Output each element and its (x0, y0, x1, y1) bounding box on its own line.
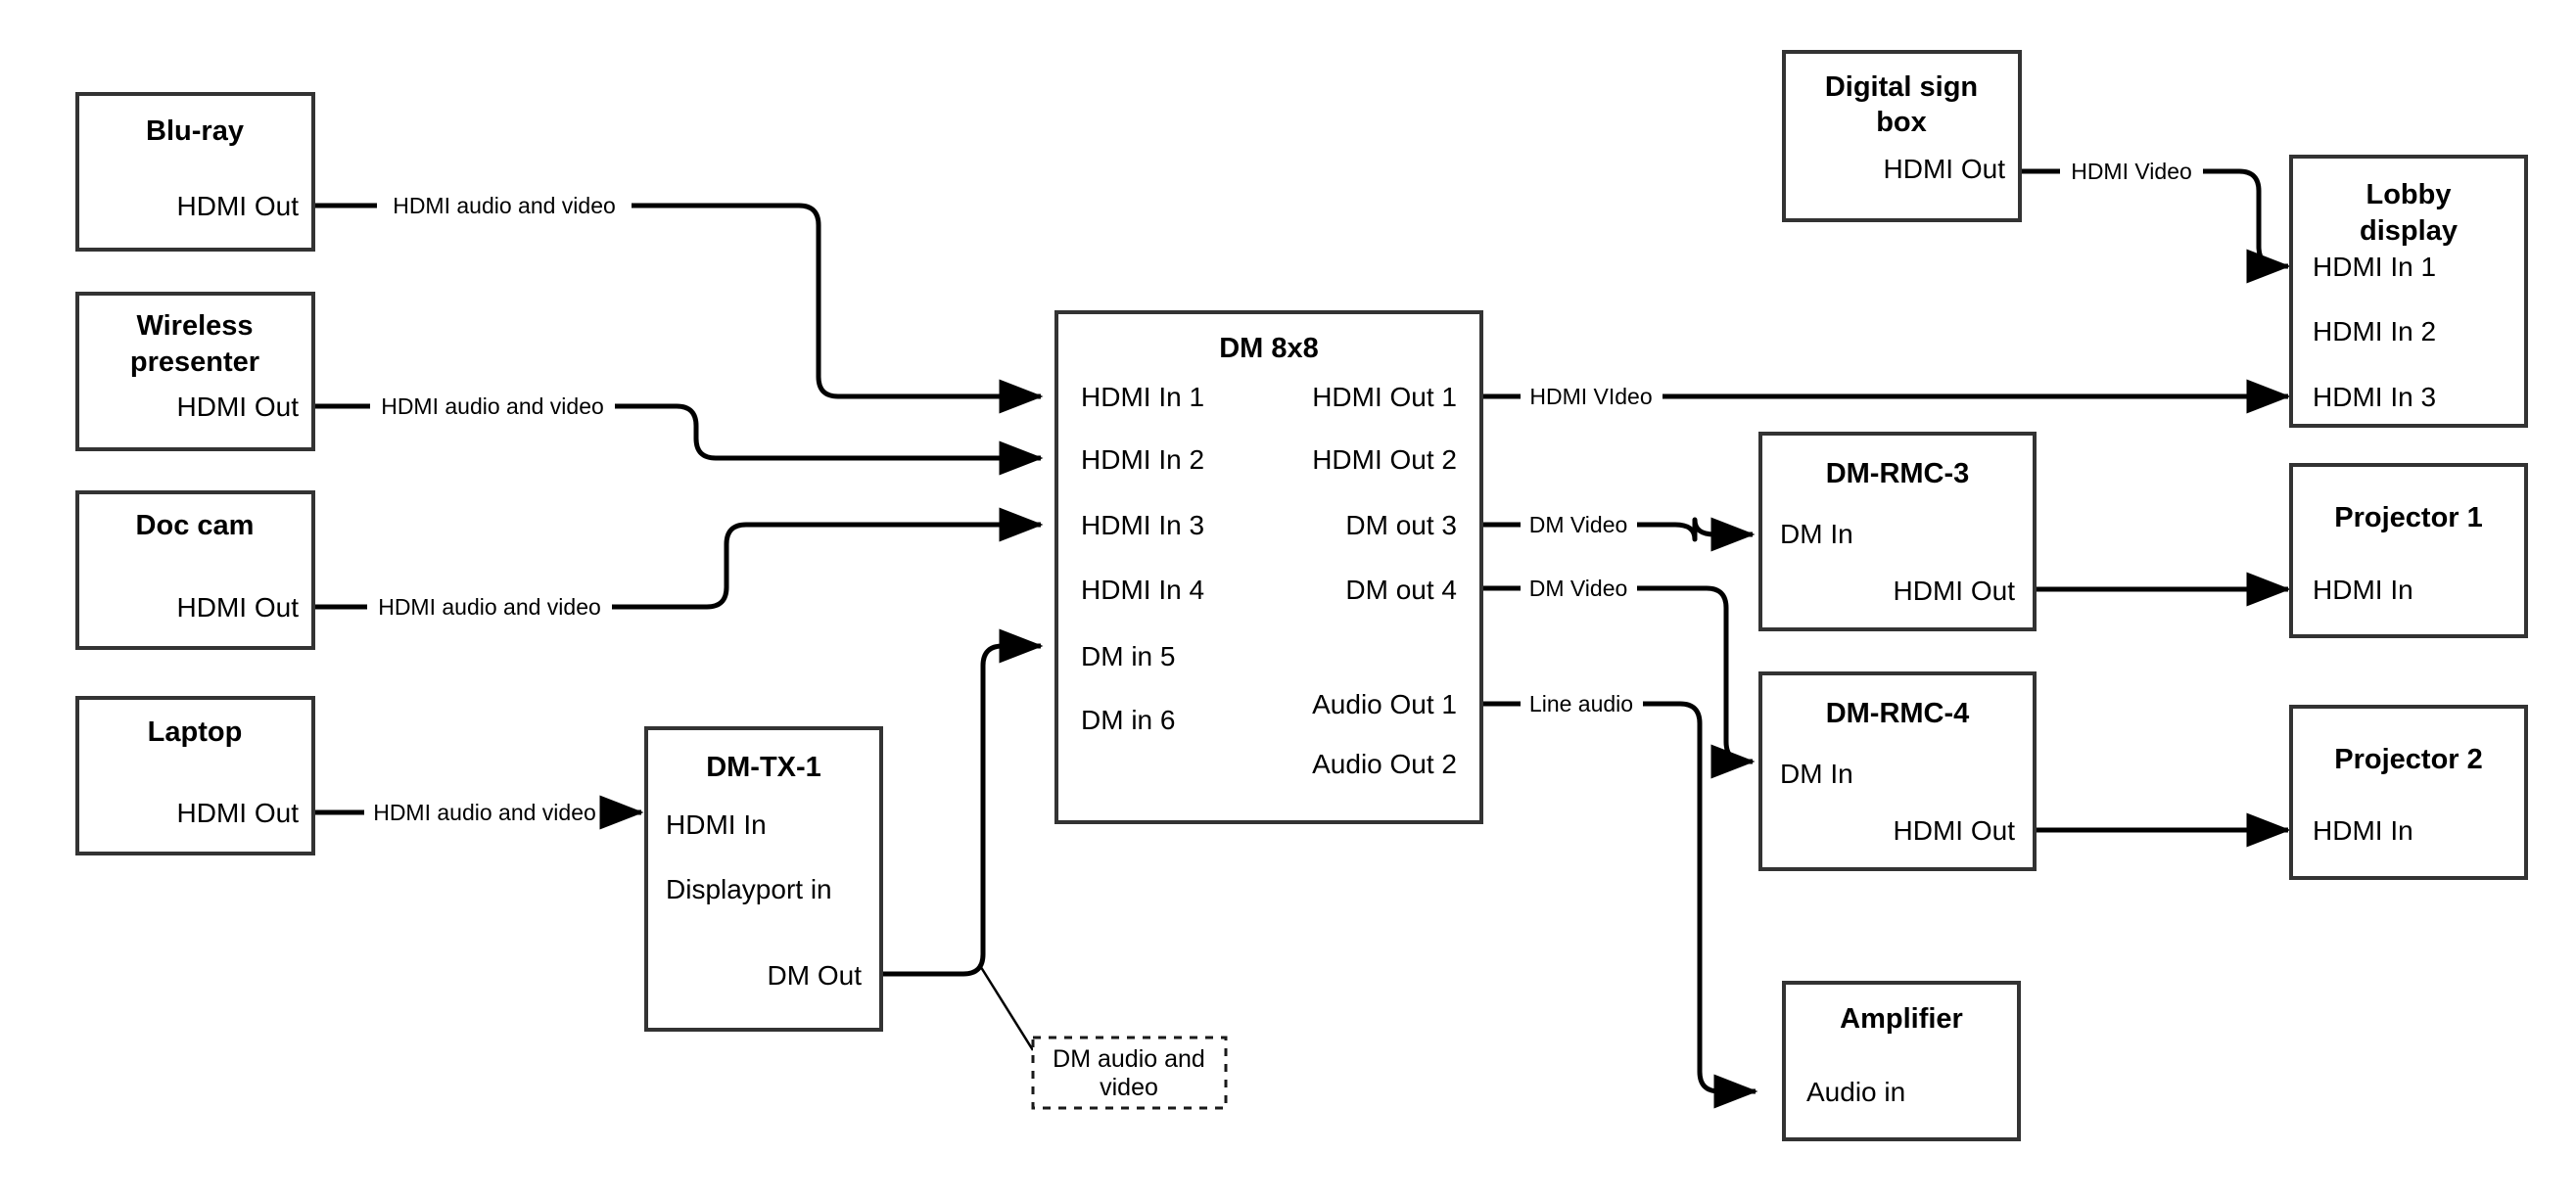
callout-leader-line (977, 963, 1035, 1051)
link-doccam-to-dm8x8 (313, 525, 1041, 610)
node-doc-cam[interactable]: Doc cam HDMI Out (75, 490, 315, 650)
node-laptop-port-out: HDMI Out (177, 798, 300, 828)
node-dm-rmc-3[interactable]: DM-RMC-3 DM In HDMI Out (1758, 432, 2037, 631)
node-amplifier-title: Amplifier (1840, 1003, 1963, 1035)
node-laptop[interactable]: Laptop HDMI Out (75, 696, 315, 855)
node-digital-sign-box-rect (1782, 50, 2022, 222)
callout-dm-audio-and-video: DM audio and video (1031, 1036, 1228, 1110)
node-dm-8x8-output-1: HDMI Out 1 (1312, 382, 1457, 412)
node-dm-8x8-input-5: DM in 5 (1081, 641, 1175, 671)
node-dm-8x8-output-4: DM out 4 (1345, 575, 1457, 605)
node-dm-8x8[interactable]: DM 8x8 HDMI In 1 HDMI In 2 HDMI In 3 HDM… (1054, 310, 1483, 824)
node-dm-8x8-box (1054, 310, 1483, 824)
node-digital-sign-box-title-line2: box (1876, 107, 1927, 138)
node-dm-rmc-4-port-in: DM In (1780, 759, 1853, 789)
node-doc-cam-title: Doc cam (136, 510, 255, 541)
node-wireless-presenter-title-line2: presenter (130, 346, 259, 378)
node-amplifier-box (1782, 981, 2021, 1141)
node-amplifier-port-in: Audio in (1806, 1077, 1905, 1107)
node-dm-8x8-input-4: HDMI In 4 (1081, 575, 1204, 605)
node-lobby-display-input-2: HDMI In 2 (2313, 316, 2436, 346)
link-wireless-to-dm8x8 (313, 403, 1041, 458)
node-doc-cam-port-out: HDMI Out (177, 592, 300, 623)
edge-label-hdmiout1-to-lobby: HDMI VIdeo (1529, 384, 1652, 409)
callout-label-line1: DM audio and (1053, 1045, 1205, 1073)
link-digitalsign-to-lobby (2020, 168, 2288, 266)
node-dm-8x8-input-1: HDMI In 1 (1081, 382, 1204, 412)
node-wireless-presenter-port-out: HDMI Out (177, 392, 300, 422)
node-bluray-title: Blu-ray (146, 115, 244, 147)
node-dm-8x8-title: DM 8x8 (1219, 333, 1319, 364)
node-wireless-presenter-box (75, 292, 315, 451)
node-dm-8x8-input-6: DM in 6 (1081, 705, 1175, 735)
node-dm-tx-1-port-hdmi-in: HDMI In (666, 809, 767, 840)
node-projector-2-port-in: HDMI In (2313, 815, 2413, 846)
node-dm-tx-1-box (644, 726, 883, 1032)
node-bluray-port-out: HDMI Out (177, 191, 300, 221)
node-wireless-presenter[interactable]: Wireless presenter HDMI Out (75, 292, 315, 451)
node-lobby-display-input-3: HDMI In 3 (2313, 382, 2436, 412)
node-laptop-box (75, 696, 315, 855)
node-dm-tx-1[interactable]: DM-TX-1 HDMI In Displayport in DM Out (644, 726, 883, 1032)
node-wireless-presenter-title-line1: Wireless (136, 310, 253, 342)
callout-label-line2: video (1100, 1074, 1158, 1101)
node-dm-tx-1-port-dm-out: DM Out (768, 960, 863, 991)
node-projector-1-port-in: HDMI In (2313, 575, 2413, 605)
node-dm-8x8-output-5: Audio Out 1 (1312, 689, 1457, 719)
node-bluray-box (75, 92, 315, 252)
node-projector-1[interactable]: Projector 1 HDMI In (2289, 463, 2528, 638)
node-dm-rmc-4-title: DM-RMC-4 (1826, 698, 1970, 729)
node-dm-8x8-output-2: HDMI Out 2 (1312, 444, 1457, 475)
edge-label-digitalsign-to-lobby: HDMI Video (2071, 159, 2192, 184)
node-doc-cam-box (75, 490, 315, 650)
node-dm-8x8-output-6: Audio Out 2 (1312, 749, 1457, 779)
link-bluray-to-dm8x8 (313, 203, 1041, 396)
node-projector-2[interactable]: Projector 2 HDMI In (2289, 705, 2528, 880)
edge-label-laptop-to-dmtx1: HDMI audio and video (373, 800, 596, 825)
node-dm-rmc-3-title: DM-RMC-3 (1826, 458, 1970, 489)
node-bluray[interactable]: Blu-ray HDMI Out (75, 92, 315, 252)
node-dm-rmc-4[interactable]: DM-RMC-4 DM In HDMI Out (1758, 671, 2037, 871)
node-lobby-display-input-1: HDMI In 1 (2313, 252, 2436, 282)
node-dm-8x8-input-2: HDMI In 2 (1081, 444, 1204, 475)
node-dm-8x8-input-3: HDMI In 3 (1081, 510, 1204, 540)
edge-label-wireless-to-dm8x8: HDMI audio and video (381, 393, 604, 419)
node-lobby-display-box (2289, 155, 2528, 428)
node-digital-sign-box[interactable]: Digital sign box HDMI Out (1782, 50, 2022, 222)
node-projector-1-title: Projector 1 (2334, 502, 2483, 533)
node-dm-8x8-output-3: DM out 3 (1345, 510, 1457, 540)
node-dm-rmc-3-box (1758, 432, 2037, 631)
node-dm-tx-1-port-displayport-in: Displayport in (666, 874, 832, 904)
node-dm-rmc-3-port-in: DM In (1780, 519, 1853, 549)
link-dmtx1-to-dm8x8 (881, 628, 1044, 977)
node-dm-tx-1-title: DM-TX-1 (706, 752, 821, 783)
link-dmout3-to-dmrmc3 (1481, 520, 1753, 539)
node-dm-rmc-4-port-out: HDMI Out (1894, 815, 2016, 846)
edge-label-bluray-to-dm8x8: HDMI audio and video (393, 193, 616, 218)
node-lobby-display-title-line1: Lobby (2366, 179, 2452, 210)
node-projector-2-title: Projector 2 (2334, 744, 2483, 775)
node-projector-1-box (2289, 463, 2528, 638)
link-dmout4-to-dmrmc4 (1481, 585, 1753, 762)
node-lobby-display[interactable]: Lobby display HDMI In 1 HDMI In 2 HDMI I… (2289, 155, 2528, 428)
node-laptop-title: Laptop (148, 716, 243, 748)
edge-label-dmout4-to-dmrmc4: DM Video (1529, 576, 1628, 601)
edge-label-doccam-to-dm8x8: HDMI audio and video (378, 594, 601, 620)
edge-label-audioout1-to-amplifier: Line audio (1529, 691, 1633, 716)
node-projector-2-box (2289, 705, 2528, 880)
node-digital-sign-box-title-line1: Digital sign (1825, 71, 1978, 103)
node-lobby-display-title-line2: display (2360, 215, 2458, 247)
node-dm-rmc-4-box (1758, 671, 2037, 871)
node-digital-sign-box-port-out: HDMI Out (1884, 154, 2006, 184)
callout-box-rect (1031, 1036, 1228, 1110)
edge-label-dmout3-to-dmrmc3: DM Video (1529, 512, 1628, 537)
node-amplifier[interactable]: Amplifier Audio in (1782, 981, 2021, 1141)
node-dm-rmc-3-port-out: HDMI Out (1894, 576, 2016, 606)
link-audioout1-to-amplifier (1481, 701, 1756, 1091)
